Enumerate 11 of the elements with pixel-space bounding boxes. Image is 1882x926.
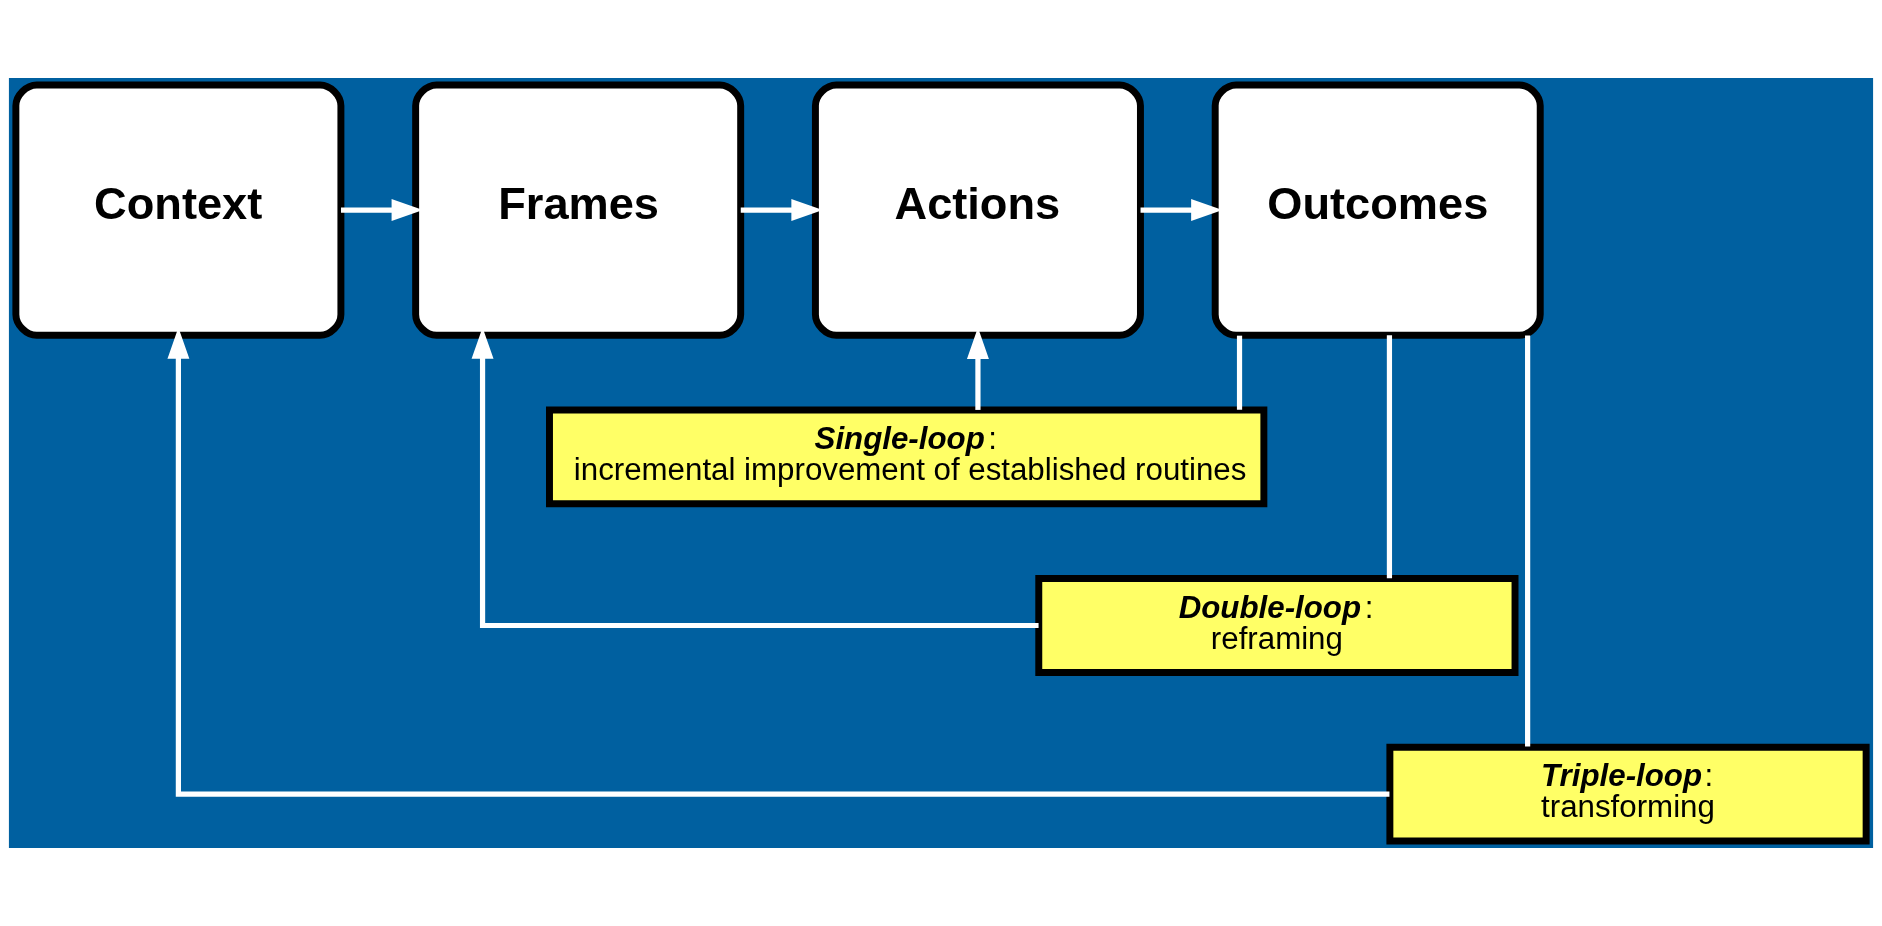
- node-box: Frames: [412, 81, 745, 339]
- connector: [1386, 335, 1393, 579]
- node-box: Double-loop: reframing: [1035, 575, 1519, 676]
- node-box: Context: [12, 81, 345, 339]
- node-box: Triple-loop: transforming: [1386, 743, 1870, 845]
- node-box: Outcomes: [1211, 81, 1544, 339]
- node-box: Single-loop: incremental improvement of established routines: [546, 406, 1268, 508]
- node-box: Actions: [811, 81, 1144, 339]
- arrow: [341, 199, 423, 222]
- connector: [1236, 335, 1243, 410]
- connector: [1525, 335, 1531, 747]
